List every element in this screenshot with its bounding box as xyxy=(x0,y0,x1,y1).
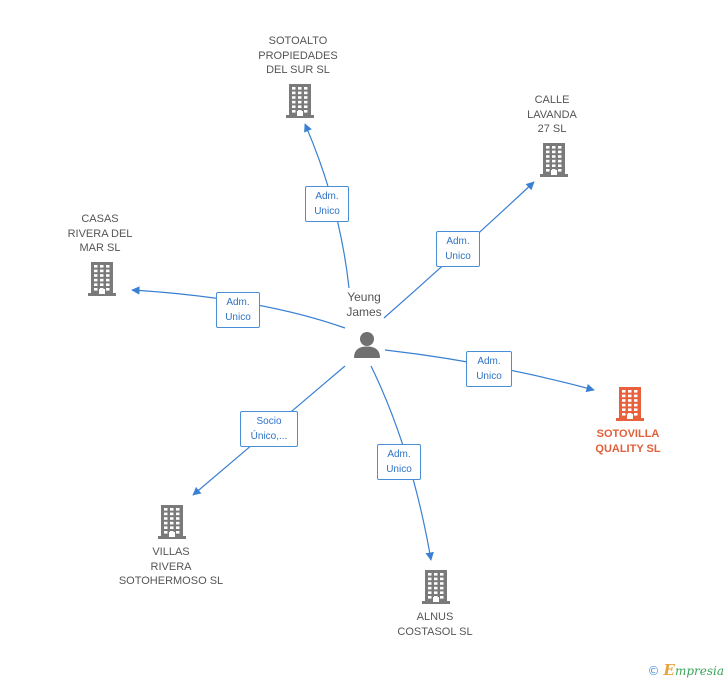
edge-label-sotovilla[interactable]: Adm. Unico xyxy=(466,351,512,387)
building-icon[interactable] xyxy=(540,143,568,182)
building-icon[interactable] xyxy=(158,505,186,544)
building-icon[interactable] xyxy=(286,84,314,123)
brand-logo-initial: E xyxy=(663,661,675,679)
company-label-sotoalto[interactable]: SOTOALTO PROPIEDADES DEL SUR SL xyxy=(258,35,338,76)
building-icon[interactable] xyxy=(422,570,450,609)
building-icon[interactable] xyxy=(88,262,116,301)
edge-label-calle[interactable]: Adm. Unico xyxy=(436,231,480,267)
person-name: Yeung James xyxy=(346,290,382,319)
person-icon[interactable] xyxy=(352,331,382,359)
edge-label-villas[interactable]: Socio Único,... xyxy=(240,411,298,447)
company-label-casas[interactable]: CASAS RIVERA DEL MAR SL xyxy=(67,213,133,254)
company-label-alnus[interactable]: ALNUS COSTASOL SL xyxy=(397,611,473,638)
edge-label-sotoalto[interactable]: Adm. Unico xyxy=(305,186,349,222)
company-label-calle[interactable]: CALLE LAVANDA 27 SL xyxy=(527,94,577,135)
company-label-sotovilla[interactable]: SOTOVILLA QUALITY SL xyxy=(595,428,661,455)
building-icon-primary[interactable] xyxy=(616,387,644,426)
company-label-villas[interactable]: VILLAS RIVERA SOTOHERMOSO SL xyxy=(118,546,224,587)
brand-logo-text: mpresia xyxy=(674,664,724,678)
edge-label-casas[interactable]: Adm. Unico xyxy=(216,292,260,328)
brand-footer: ©Empresia xyxy=(648,661,725,679)
edge-label-alnus[interactable]: Adm. Unico xyxy=(377,444,421,480)
copyright-icon: © xyxy=(647,664,660,678)
